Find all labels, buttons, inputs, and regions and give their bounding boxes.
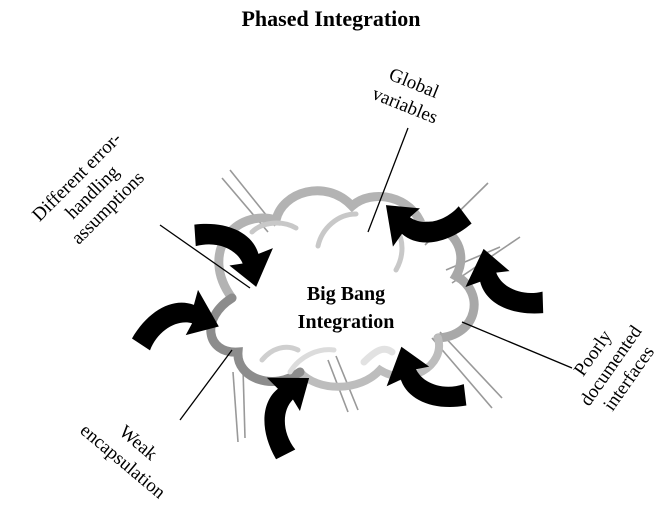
label-poorly-documented: Poorly documented interfaces [570,322,659,415]
arrow-icon [127,284,223,372]
arrow-icon [260,374,316,460]
center-label-line2: Integration [298,311,395,333]
center-label-line1: Big Bang [307,283,385,305]
leader-lines [159,127,573,421]
label-error-handling: Different error- handling assumptions [28,128,149,249]
cloud [206,186,479,391]
label-global-variables: Global variables [369,64,442,128]
diagram-title: Phased Integration [241,6,421,31]
label-weak-encapsulation: Weak encapsulation [76,420,170,504]
